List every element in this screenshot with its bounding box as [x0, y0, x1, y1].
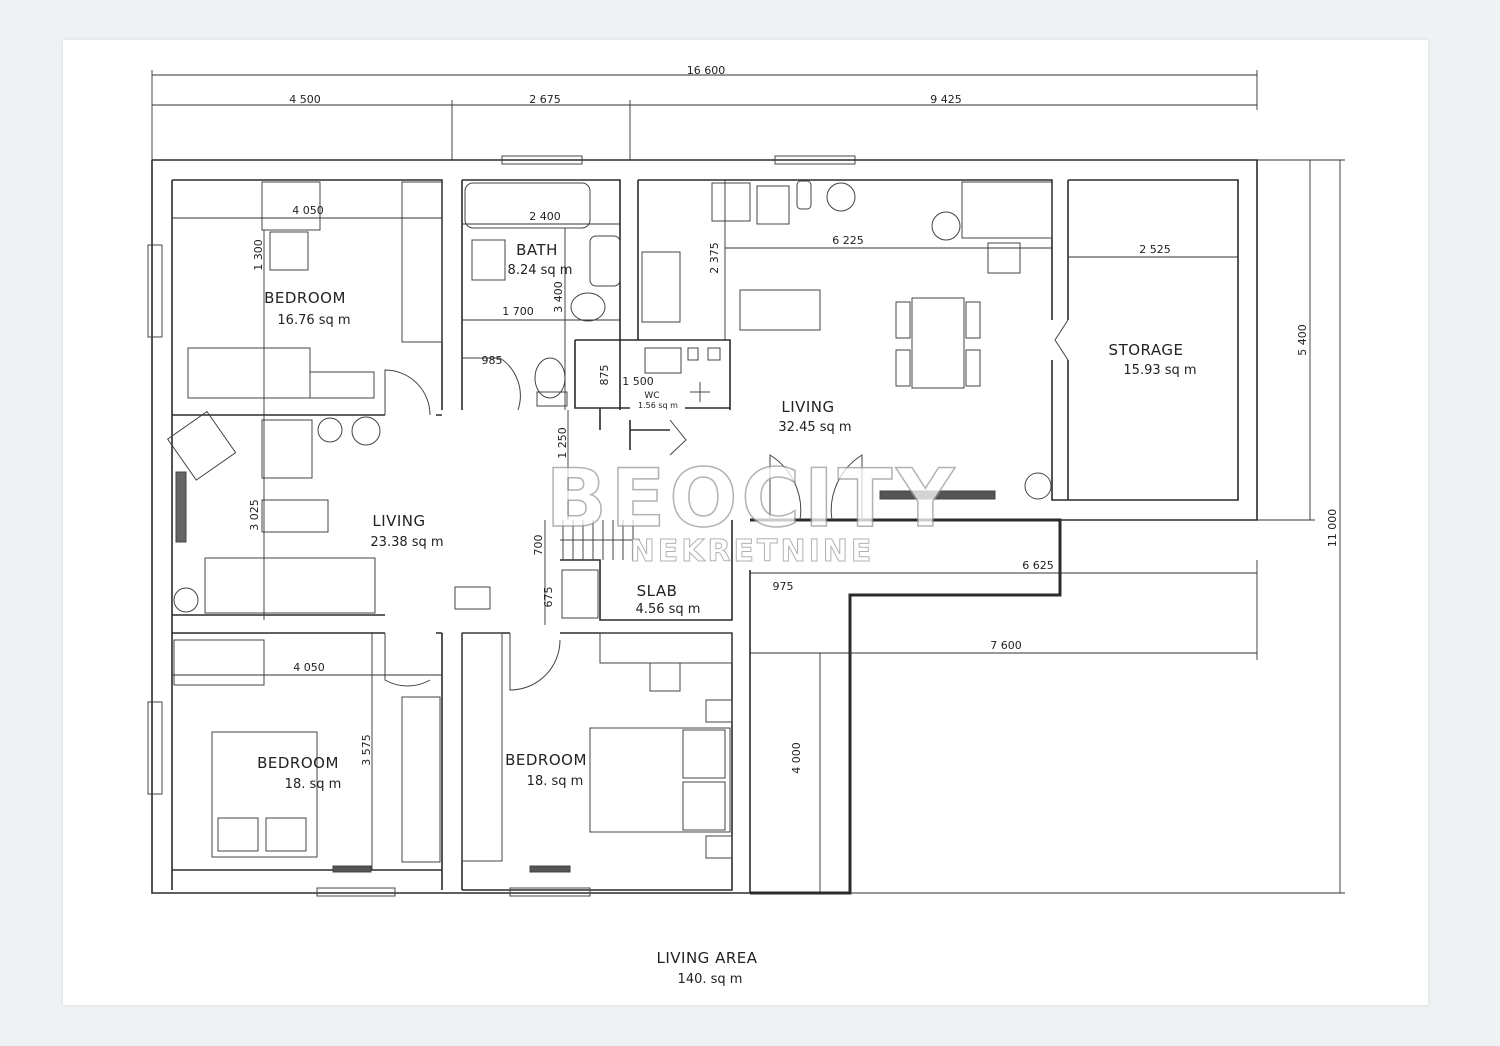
windows [147, 155, 856, 897]
inner-dimension-labels: 4 050 2 400 1 300 3 400 1 700 985 2 375 … [248, 204, 1171, 774]
room-area-slab: 4.56 sq m [636, 602, 701, 617]
room-name-living-1: LIVING [781, 398, 834, 416]
dim-total-width: 16 600 [687, 64, 726, 77]
room-name-storage: STORAGE [1109, 341, 1184, 359]
dim-living2-depth: 3 025 [248, 499, 261, 531]
dim-bath-width: 2 400 [529, 210, 561, 223]
dim-total-depth: 11 000 [1326, 509, 1339, 548]
watermark-brand: BEOCITY [546, 452, 959, 545]
dim-terrace-6625: 6 625 [1022, 559, 1054, 572]
dim-terrace-7600: 7 600 [990, 639, 1022, 652]
room-area-wc: 1.56 sq m [638, 401, 678, 410]
dim-seg-3: 9 425 [930, 93, 962, 106]
dim-bedroom1-width: 4 050 [292, 204, 324, 217]
room-area-living-1: 32.45 sq m [778, 420, 851, 435]
room-name-bath: BATH [516, 241, 558, 259]
living-area-title: LIVING AREA [656, 949, 757, 967]
dim-storage-width: 2 525 [1139, 243, 1171, 256]
dim-hall-975: 975 [773, 580, 794, 593]
dim-bedroom2-depth: 3 575 [360, 734, 373, 766]
walls [151, 159, 1258, 895]
dim-wc-depth: 875 [598, 365, 611, 386]
doors [384, 319, 1069, 691]
room-name-slab: SLAB [637, 582, 678, 600]
dim-bedroom1-depth: 1 300 [252, 239, 265, 271]
dim-wc-width: 1 500 [622, 375, 654, 388]
dim-kitchen-depth: 2 375 [708, 242, 721, 274]
dim-door-985: 985 [482, 354, 503, 367]
watermark-sub: NEKRETNINE [630, 534, 875, 569]
dim-bath-depth: 3 400 [552, 281, 565, 313]
dim-bath-inner: 1 700 [502, 305, 534, 318]
room-name-bedroom-1: BEDROOM [264, 289, 346, 307]
room-area-bedroom-2: 18. sq m [285, 777, 342, 792]
dim-seg-2: 2 675 [529, 93, 561, 106]
room-name-wc: WC [644, 391, 659, 401]
inner-dimension-lines [172, 180, 1238, 870]
room-area-bedroom-3: 18. sq m [527, 774, 584, 789]
room-area-living-2: 23.38 sq m [370, 535, 443, 550]
room-name-living-2: LIVING [372, 512, 425, 530]
dim-bedroom2-width: 4 050 [293, 661, 325, 674]
dim-terrace-depth: 4 000 [790, 742, 803, 774]
room-area-bath: 8.24 sq m [508, 263, 573, 278]
room-name-bedroom-2: BEDROOM [257, 754, 339, 772]
living-area-total: 140. sq m [678, 972, 743, 987]
dim-seg-1: 4 500 [289, 93, 321, 106]
room-labels: BEDROOM 16.76 sq m BATH 8.24 sq m WC 1.5… [257, 241, 1196, 792]
furniture [166, 180, 1053, 873]
dim-stair-675: 675 [542, 587, 555, 608]
room-name-bedroom-3: BEDROOM [505, 751, 587, 769]
dim-living1-width: 6 225 [832, 234, 864, 247]
room-area-storage: 15.93 sq m [1123, 363, 1196, 378]
floor-plan-sheet [63, 40, 1428, 1005]
dim-right-depth: 5 400 [1296, 324, 1309, 356]
room-area-bedroom-1: 16.76 sq m [277, 313, 350, 328]
dim-stair-700: 700 [532, 535, 545, 556]
dim-hall-1250: 1 250 [556, 427, 569, 459]
